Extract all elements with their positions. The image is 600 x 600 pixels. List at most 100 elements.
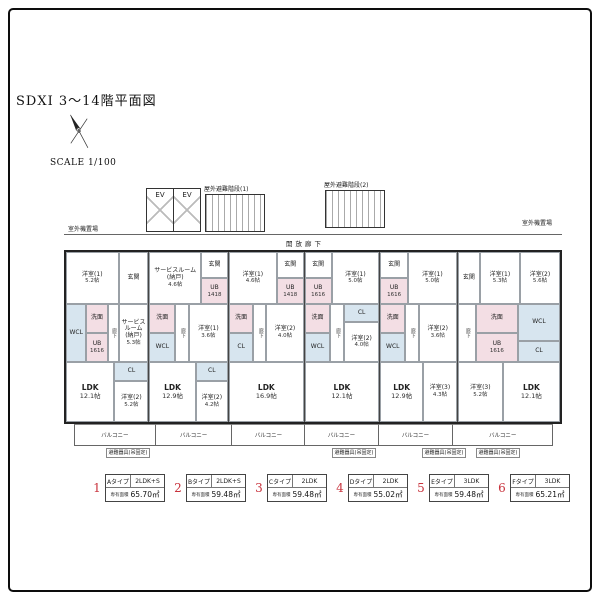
legend-box: Fタイプ 3LDK 専有面積 65.21㎡ bbox=[510, 474, 570, 502]
room-western-2: 洋室(2)3.6帖 bbox=[418, 304, 457, 362]
area-value: 65.70㎡ bbox=[130, 490, 160, 499]
balcony-F: バルコニー bbox=[452, 424, 553, 446]
room-entry: 玄関 bbox=[457, 252, 480, 305]
area-caption: 専有面積 bbox=[191, 492, 210, 498]
room-entry: 玄関 bbox=[118, 252, 149, 305]
room-entry: 玄関 bbox=[304, 252, 332, 279]
room-entry: 玄関 bbox=[276, 252, 304, 279]
stair2-box bbox=[325, 190, 385, 228]
unit-number: 2 bbox=[174, 481, 182, 495]
area-caption: 専有面積 bbox=[434, 492, 453, 498]
stair2-label: 屋外避難階段(2) bbox=[324, 182, 369, 189]
unit-type-label: Eタイプ bbox=[430, 475, 455, 487]
room-western-1: 洋室(1)5.0帖 bbox=[407, 252, 457, 305]
evacuation-equipment-label: 避難器具(吊固定) bbox=[106, 448, 150, 458]
room-washroom: 洗面 bbox=[475, 304, 518, 334]
room-western-1: 洋室(1)4.6帖 bbox=[229, 252, 277, 305]
room-cl: CL bbox=[229, 333, 254, 362]
evacuation-equipment-label: 避難器具(吊固定) bbox=[476, 448, 520, 458]
unit-layout-label: 3LDK bbox=[463, 477, 480, 485]
room-western-2: 洋室(2)4.0帖 bbox=[266, 304, 304, 362]
balcony-C: バルコニー bbox=[231, 424, 306, 446]
evacuation-equipment-label: 避難器具(吊固定) bbox=[422, 448, 466, 458]
area-caption: 専有面積 bbox=[272, 492, 291, 498]
room-wcl: WCL bbox=[517, 304, 560, 342]
legend-box: Cタイプ 2LDK 専有面積 59.48㎡ bbox=[267, 474, 327, 502]
balcony-D: バルコニー bbox=[304, 424, 379, 446]
room-entry: 玄関 bbox=[380, 252, 408, 279]
area-value: 59.48㎡ bbox=[211, 490, 241, 499]
outdoor-unit-right-label: 室外機置場 bbox=[522, 220, 553, 227]
compass-icon bbox=[58, 110, 100, 152]
elevator-2: EV bbox=[173, 188, 201, 232]
room-wcl: WCL bbox=[66, 304, 87, 362]
unit-number: 1 bbox=[93, 481, 101, 495]
unit-legend: 1 Aタイプ 2LDK+S 専有面積 65.70㎡ 2 Bタイプ 2LDK+S bbox=[92, 474, 570, 502]
room-wcl: WCL bbox=[304, 333, 331, 362]
outdoor-unit-left-label: 室外機置場 bbox=[68, 226, 99, 233]
area-caption: 専有面積 bbox=[515, 492, 534, 498]
room-western-1: 洋室(1)3.6帖 bbox=[188, 304, 229, 362]
room-hall: 廊下 bbox=[107, 304, 119, 362]
elevator-block: EV EV bbox=[146, 188, 201, 232]
legend-entry-A: 1 Aタイプ 2LDK+S 専有面積 65.70㎡ bbox=[92, 474, 165, 502]
room-wcl: WCL bbox=[149, 333, 176, 362]
unit-layout-label: 2LDK bbox=[382, 477, 399, 485]
unit-number: 4 bbox=[336, 481, 344, 495]
unit-layout-label: 2LDK+S bbox=[135, 477, 160, 485]
elevator-label: EV bbox=[155, 191, 165, 199]
area-value: 59.48㎡ bbox=[454, 490, 484, 499]
room-western-2: 洋室(2)4.2帖 bbox=[195, 380, 229, 422]
unit-number: 5 bbox=[417, 481, 425, 495]
unit-number: 3 bbox=[255, 481, 263, 495]
corridor-label: 開放廊下 bbox=[286, 240, 324, 248]
elevator-label: EV bbox=[182, 191, 192, 199]
room-cl: CL bbox=[517, 341, 560, 362]
balcony-E: バルコニー bbox=[377, 424, 454, 446]
balcony-A: バルコニー bbox=[74, 424, 156, 446]
page-title: SDXⅠ 3〜14階平面図 bbox=[16, 94, 157, 109]
room-cl: CL bbox=[343, 304, 380, 323]
room-western-1: 洋室(1)5.2帖 bbox=[66, 252, 119, 305]
stair1-label: 屋外避難階段(1) bbox=[204, 186, 249, 193]
room-western-2: 洋室(2)5.6帖 bbox=[519, 252, 560, 305]
unit-number: 6 bbox=[498, 481, 506, 495]
unit-layout-label: 2LDK bbox=[301, 477, 318, 485]
elevator-1: EV bbox=[146, 188, 174, 232]
unit-type-label: Fタイプ bbox=[511, 475, 536, 487]
legend-entry-C: 3 Cタイプ 2LDK 専有面積 59.48㎡ bbox=[254, 474, 327, 502]
legend-box: Bタイプ 2LDK+S 専有面積 59.48㎡ bbox=[186, 474, 246, 502]
floor-plan: EV EV 屋外避難階段(1) 屋外避難階段(2) 開放廊下 室外機置場 室外機… bbox=[64, 178, 562, 470]
area-value: 65.21㎡ bbox=[535, 490, 565, 499]
room-western-3: 洋室(3)4.3帖 bbox=[423, 361, 457, 422]
room-washroom: 洗面 bbox=[304, 304, 331, 334]
room-cl: CL bbox=[195, 361, 229, 381]
room-washroom: 洗面 bbox=[149, 304, 176, 334]
room-washroom: 洗面 bbox=[380, 304, 406, 334]
room-western-2: 洋室(2)5.2帖 bbox=[114, 380, 149, 422]
unit-type-label: Cタイプ bbox=[268, 475, 293, 487]
unit-layout-label: 3LDK bbox=[544, 477, 561, 485]
area-value: 55.02㎡ bbox=[373, 490, 403, 499]
scale-label: SCALE 1/100 bbox=[50, 158, 117, 168]
room-service: サービスルーム(納戸)4.6帖 bbox=[149, 252, 201, 305]
room-hall: 廊下 bbox=[253, 304, 267, 362]
room-entry: 玄関 bbox=[200, 252, 229, 279]
unit-layout-label: 2LDK+S bbox=[216, 477, 241, 485]
